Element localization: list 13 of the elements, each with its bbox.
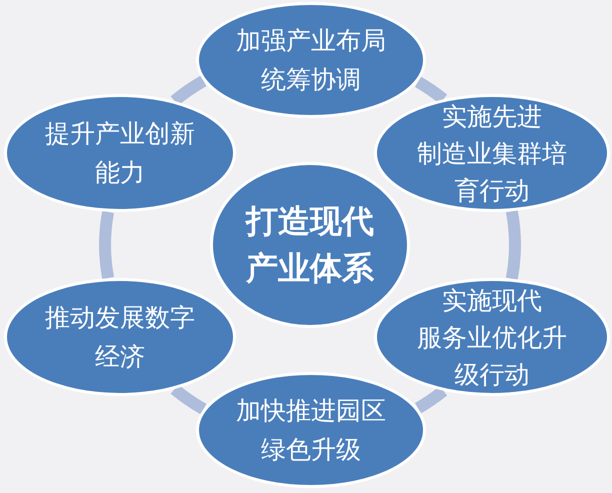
ring-connector bbox=[414, 386, 448, 414]
ring-connector bbox=[414, 76, 448, 104]
node-text: 加快推进园区绿色升级 bbox=[235, 395, 387, 466]
ring-connector bbox=[506, 210, 521, 280]
node-text: 打造现代产业体系 bbox=[244, 201, 375, 289]
node-text: 推动发展数字经济 bbox=[44, 302, 196, 373]
node-text: 提升产业创新能力 bbox=[44, 118, 196, 189]
ring-connector bbox=[99, 211, 114, 279]
node-text: 实施现代服务业优化升级行动 bbox=[416, 284, 568, 390]
ring-connector bbox=[170, 384, 207, 414]
node-text: 加强产业布局统筹协调 bbox=[235, 25, 387, 96]
ring-connector bbox=[170, 76, 207, 106]
node-text: 实施先进制造业集群培育行动 bbox=[416, 100, 568, 206]
